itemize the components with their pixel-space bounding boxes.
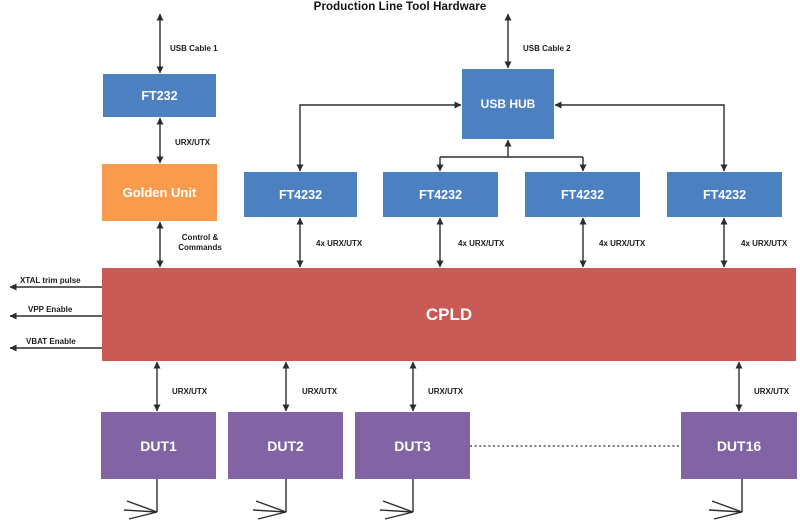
block-ft4232-3: FT4232 [525,172,640,217]
block-cpld-label: CPLD [425,304,473,324]
vpp-enable-label: VPP Enable [28,305,73,314]
block-dut1-label: DUT1 [140,437,177,454]
block-dut16-label: DUT16 [716,437,762,454]
control-commands-label-line1: Control & [181,233,219,242]
block-ft232-label: FT232 [141,88,178,103]
4x-urx-utx-label-4: 4x URX/UTX [741,239,788,248]
usbhub-ft4232-4-connector [554,101,728,172]
block-ft232: FT232 [103,74,216,117]
block-usb-hub: USB HUB [462,69,554,139]
block-dut16: DUT16 [681,412,797,479]
block-dut2: DUT2 [228,412,343,479]
4x-urx-utx-label-3: 4x URX/UTX [599,239,646,248]
block-cpld: CPLD [102,268,796,361]
block-ft4232-2: FT4232 [383,172,498,217]
urx-utx-dut3-label: URX/UTX [428,387,464,396]
urx-utx-ft232-label: URX/UTX [175,138,211,147]
dut16-wire-bundle-icon [708,478,743,520]
usb-cable-1-label: USB Cable 1 [170,44,218,53]
block-dut1: DUT1 [101,412,216,479]
4x-urx-utx-label-1: 4x URX/UTX [316,239,363,248]
block-golden-unit-label: Golden Unit [122,185,197,200]
4x-urx-utx-label-2: 4x URX/UTX [458,239,505,248]
diagram-title: Production Line Tool Hardware [313,1,487,13]
block-golden-unit: Golden Unit [102,164,217,221]
dut1-wire-bundle-icon [123,479,158,520]
block-dut2-label: DUT2 [267,437,304,454]
xtal-trim-pulse-label: XTAL trim pulse [20,276,81,285]
control-commands-label-line2: Commands [178,242,222,252]
usbhub-ft4232-1-connector [296,101,462,172]
block-ft4232-1-label: FT4232 [278,187,323,202]
block-usb-hub-label: USB HUB [480,97,536,111]
urx-utx-dut1-label: URX/UTX [172,387,208,396]
block-ft4232-4-label: FT4232 [702,187,747,202]
usb-cable-2-label: USB Cable 2 [523,44,571,53]
control-commands-label: Control & Commands [169,233,231,252]
vbat-enable-label: VBAT Enable [26,337,76,346]
block-dut3: DUT3 [355,412,470,479]
block-ft4232-1: FT4232 [244,172,357,217]
dut2-wire-bundle-icon [252,478,287,520]
block-dut3-label: DUT3 [394,437,431,454]
block-ft4232-2-label: FT4232 [418,187,463,202]
block-ft4232-4: FT4232 [667,172,782,217]
urx-utx-dut2-label: URX/UTX [302,387,338,396]
urx-utx-dut16-label: URX/UTX [754,387,790,396]
dut3-wire-bundle-icon [379,478,414,520]
usbhub-ft4232-split-connector [436,139,587,172]
block-ft4232-3-label: FT4232 [560,187,605,202]
